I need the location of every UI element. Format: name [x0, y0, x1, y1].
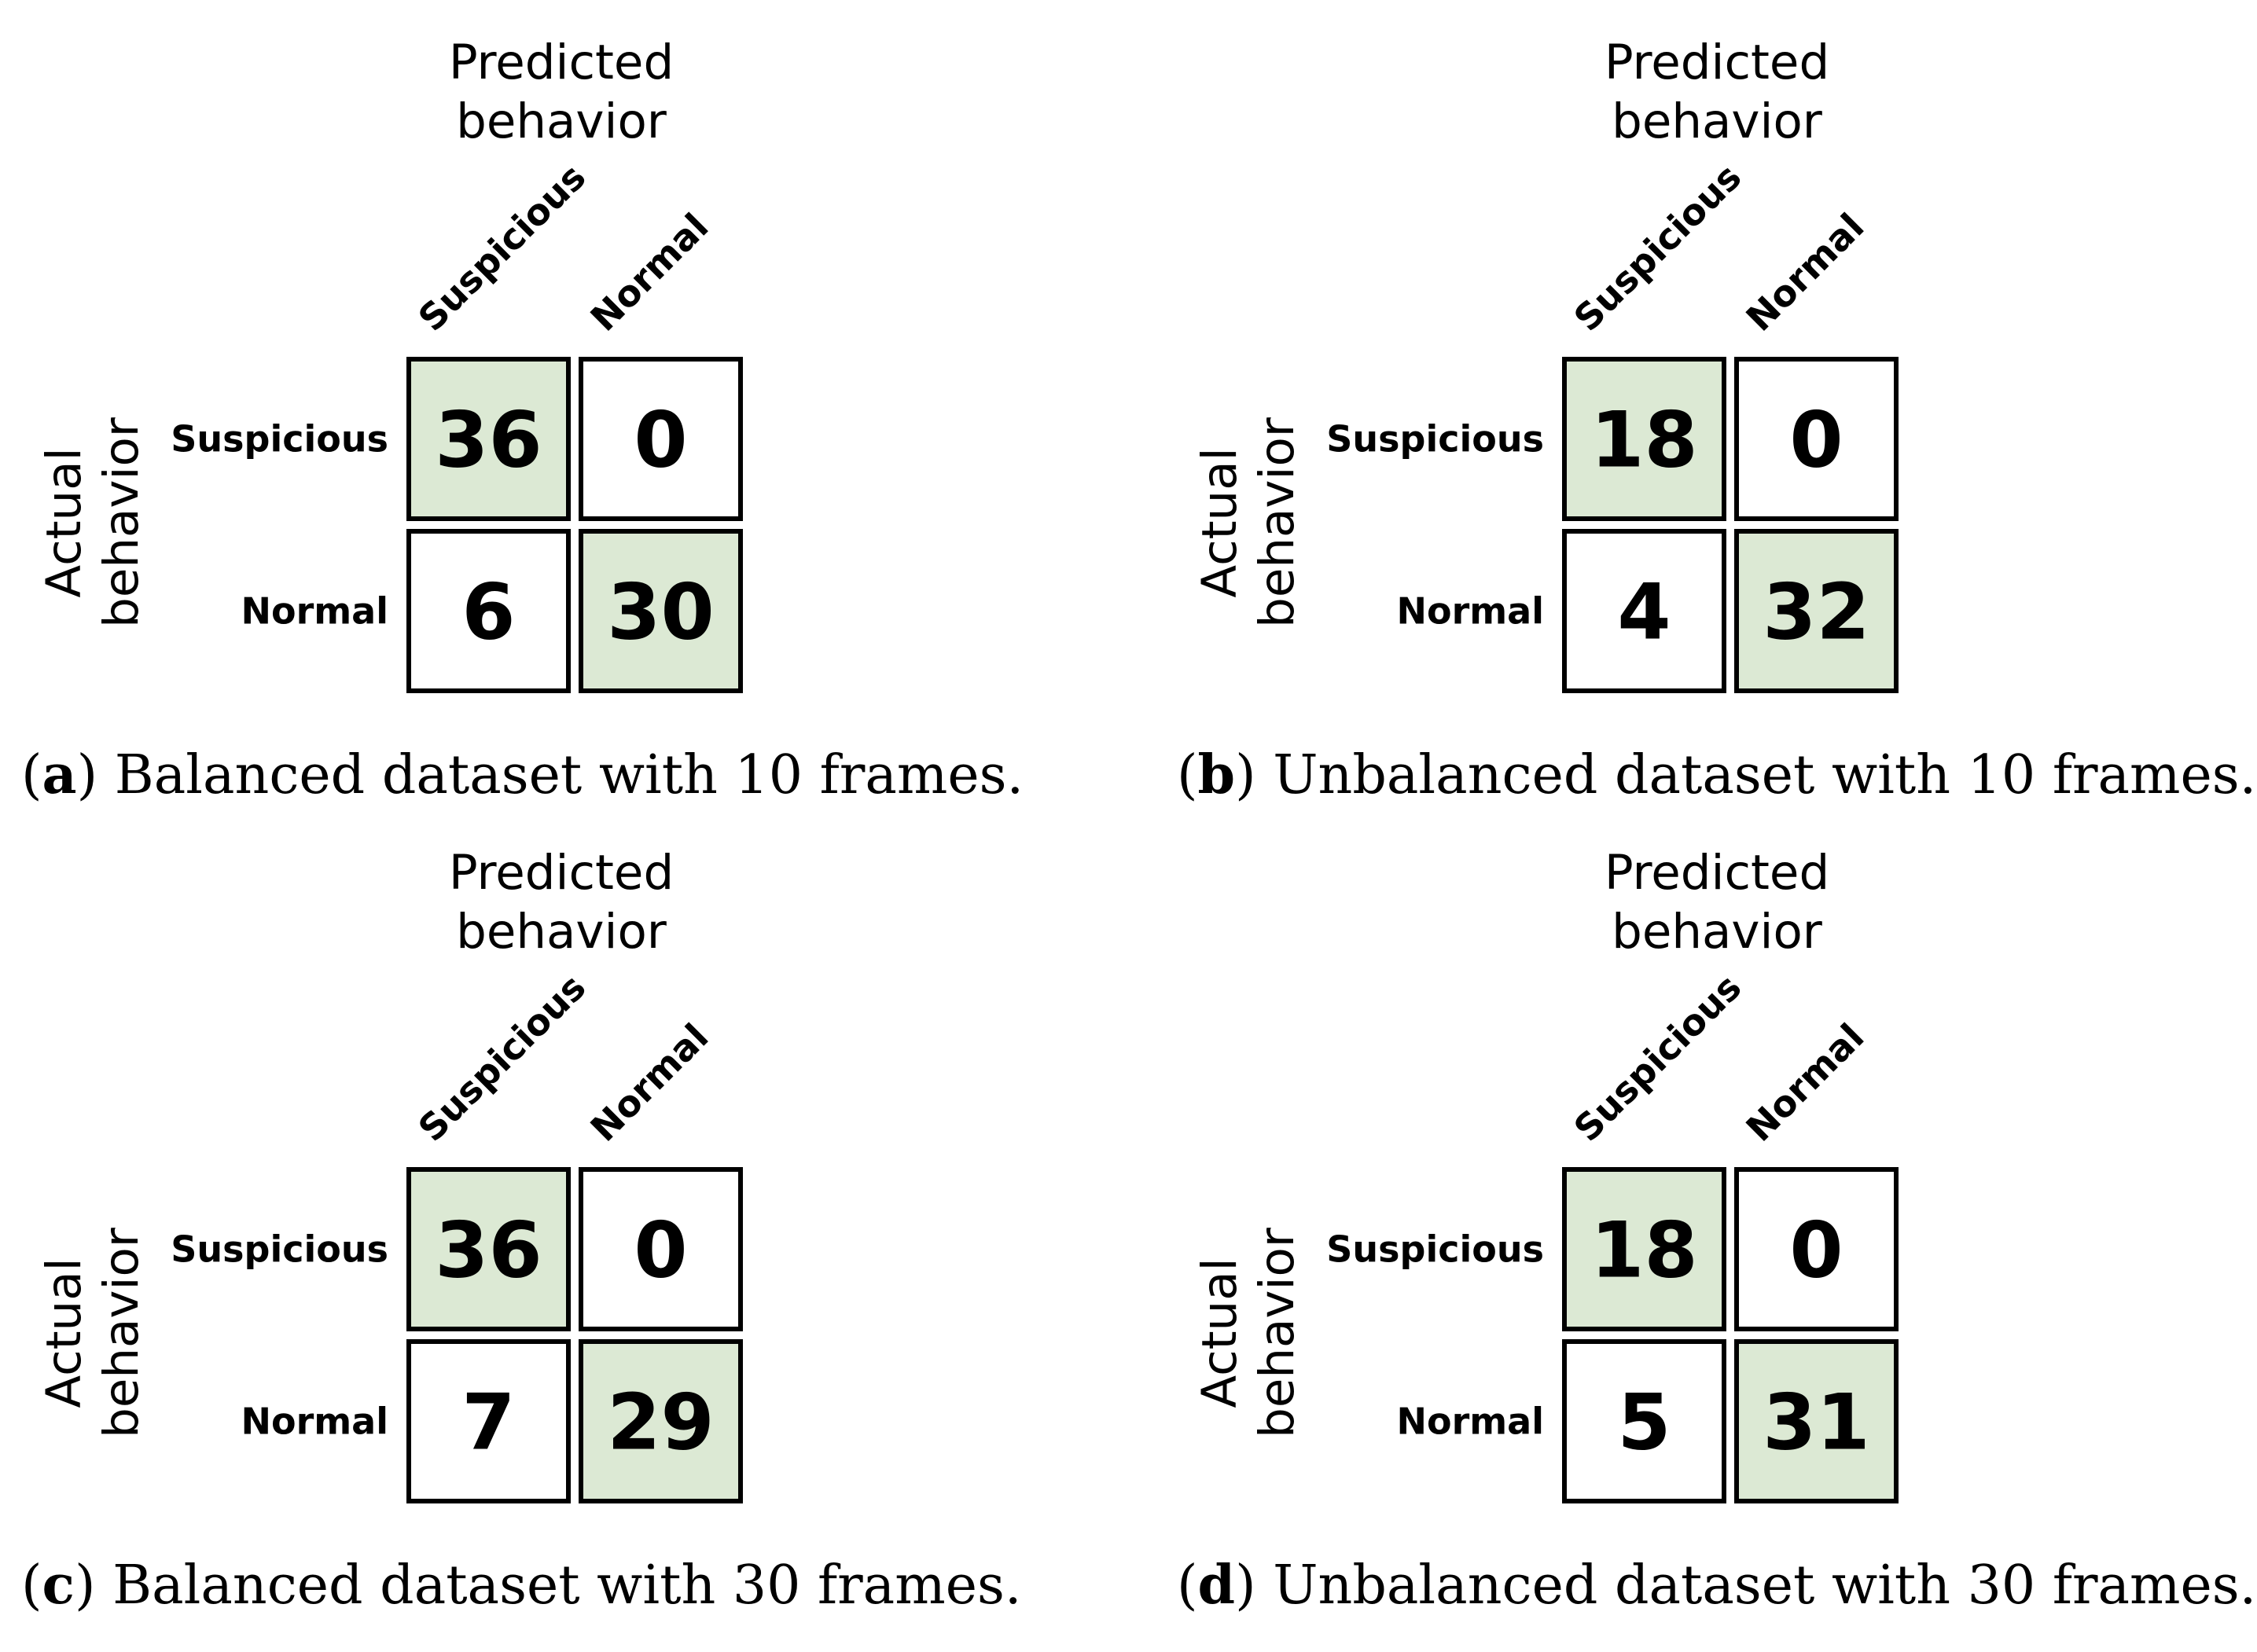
matrix-cell-0-0	[406, 1167, 571, 1331]
matrix-cell-0-1	[579, 1167, 743, 1331]
row-label-suspicious: Suspicious	[1326, 418, 1544, 461]
matrix-cell-1-1	[1734, 529, 1899, 693]
row-label-normal: Normal	[241, 1401, 388, 1443]
caption-text: Unbalanced dataset with 10 frames.	[1273, 744, 2257, 806]
panel-caption: (a) Balanced dataset with 10 frames.	[21, 743, 1024, 806]
predicted-axis-title-line-1: Predicted	[449, 35, 674, 90]
predicted-axis-title-line-2: behavior	[456, 904, 667, 960]
predicted-axis-title-line-1: Predicted	[1605, 845, 1829, 901]
predicted-axis-title-line-2: behavior	[1612, 904, 1823, 960]
caption-letter: a	[42, 743, 77, 806]
matrix-cell-value-1-0: 5	[1617, 1379, 1671, 1468]
matrix-cell-0-1	[1734, 357, 1899, 521]
matrix-cell-1-0	[406, 1339, 571, 1503]
matrix-cell-value-1-0: 7	[461, 1379, 515, 1468]
predicted-axis-title-line-1: Predicted	[1605, 35, 1829, 90]
actual-axis-title-line-2: behavior	[94, 417, 149, 628]
caption-letter: c	[42, 1554, 75, 1617]
actual-axis-title-line-1: Actual	[1192, 1257, 1248, 1408]
matrix-cell-1-0	[1562, 1339, 1726, 1503]
predicted-axis-title-line-2: behavior	[456, 94, 667, 149]
matrix-cell-value-1-1: 31	[1763, 1379, 1869, 1468]
actual-axis-title-line-2: behavior	[1249, 417, 1305, 628]
matrix-cell-value-0-1: 0	[634, 396, 687, 486]
matrix-cell-0-0	[406, 357, 571, 521]
panel-caption: (d) Unbalanced dataset with 30 frames.	[1177, 1554, 2257, 1617]
matrix-cell-0-0	[1562, 357, 1726, 521]
column-label-normal: Normal	[1738, 205, 1873, 340]
matrix-cell-value-1-0: 6	[461, 568, 515, 658]
column-label-suspicious: Suspicious	[1566, 156, 1750, 340]
predicted-axis-title-line-1: Predicted	[449, 845, 674, 901]
matrix-cell-1-1	[579, 529, 743, 693]
caption-text: Balanced dataset with 10 frames.	[114, 744, 1024, 806]
column-label-suspicious: Suspicious	[1566, 966, 1750, 1150]
matrix-cell-1-1	[1734, 1339, 1899, 1503]
column-label-normal: Normal	[1738, 1015, 1873, 1150]
matrix-cell-value-1-1: 30	[607, 568, 714, 658]
matrix-cell-value-0-0: 36	[435, 1206, 542, 1296]
actual-axis-title-line-1: Actual	[1192, 447, 1248, 597]
matrix-cell-1-1	[579, 1339, 743, 1503]
row-label-suspicious: Suspicious	[171, 418, 388, 461]
caption-text: Unbalanced dataset with 30 frames.	[1273, 1555, 2257, 1617]
matrix-cell-value-1-1: 29	[607, 1379, 714, 1468]
actual-axis-title-line-1: Actual	[36, 447, 92, 597]
row-label-normal: Normal	[1396, 590, 1544, 633]
matrix-cell-1-0	[406, 529, 571, 693]
row-label-suspicious: Suspicious	[171, 1228, 388, 1271]
matrix-cell-value-1-0: 4	[1617, 568, 1671, 658]
column-label-suspicious: Suspicious	[410, 156, 594, 340]
column-label-suspicious: Suspicious	[410, 966, 594, 1150]
matrix-cell-value-0-0: 36	[435, 396, 542, 486]
actual-axis-title-line-2: behavior	[94, 1227, 149, 1438]
matrix-cell-0-0	[1562, 1167, 1726, 1331]
row-label-normal: Normal	[241, 590, 388, 633]
column-label-normal: Normal	[583, 205, 717, 340]
panel-caption: (b) Unbalanced dataset with 10 frames.	[1177, 743, 2257, 806]
row-label-suspicious: Suspicious	[1326, 1228, 1544, 1271]
matrix-cell-value-0-0: 18	[1590, 1206, 1697, 1296]
caption-letter: b	[1197, 743, 1236, 806]
matrix-cell-value-0-0: 18	[1590, 396, 1697, 486]
matrix-cell-0-1	[1734, 1167, 1899, 1331]
actual-axis-title-line-2: behavior	[1249, 1227, 1305, 1438]
matrix-cell-value-0-1: 0	[634, 1206, 687, 1296]
matrix-cell-0-1	[579, 357, 743, 521]
actual-axis-title-line-1: Actual	[36, 1257, 92, 1408]
caption-letter: d	[1197, 1554, 1236, 1617]
matrix-cell-value-0-1: 0	[1789, 396, 1843, 486]
matrix-cell-value-0-1: 0	[1789, 1206, 1843, 1296]
matrix-cell-value-1-1: 32	[1763, 568, 1869, 658]
predicted-axis-title-line-2: behavior	[1612, 94, 1823, 149]
matrix-cell-1-0	[1562, 529, 1726, 693]
row-label-normal: Normal	[1396, 1401, 1544, 1443]
column-label-normal: Normal	[583, 1015, 717, 1150]
panel-caption: (c) Balanced dataset with 30 frames.	[21, 1554, 1022, 1617]
caption-text: Balanced dataset with 30 frames.	[112, 1555, 1022, 1617]
